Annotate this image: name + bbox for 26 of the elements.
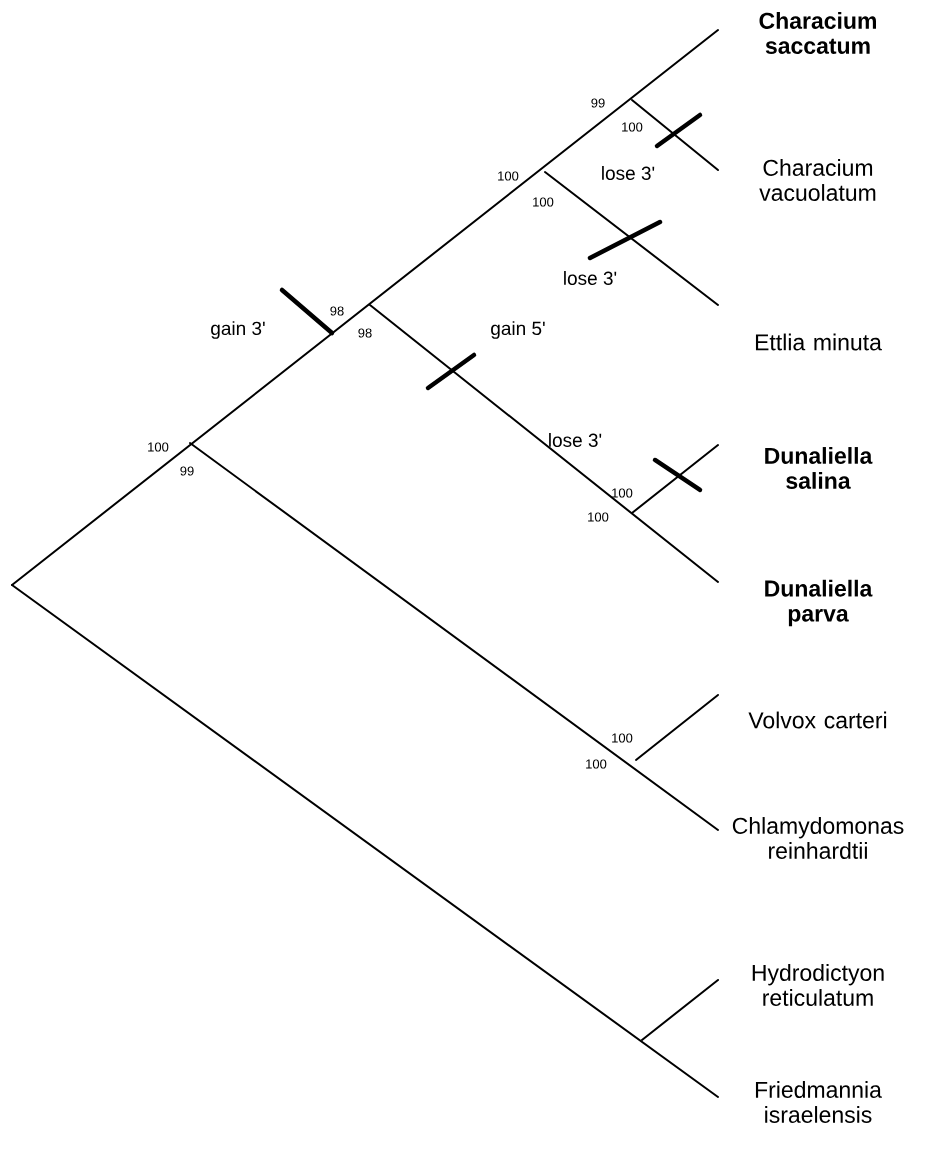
taxon-label: Dunaliella parva	[765, 579, 873, 627]
taxon-label: Volvox carteri	[748, 711, 887, 729]
bootstrap-value: 100	[148, 442, 169, 452]
taxon-label: Dunaliella salina	[765, 447, 873, 489]
change-label: gain 3'	[211, 321, 265, 339]
taxon-label: Chlamydomonas reinhardtii	[732, 817, 904, 859]
bootstrap-value: 99	[591, 98, 605, 108]
change-label: lose 3'	[564, 271, 617, 285]
taxon-label: Characium saccatum	[759, 12, 876, 54]
taxon-label: Hydrodictyon reticulatum	[752, 964, 884, 1006]
bootstrap-value: 100	[586, 759, 607, 769]
bootstrap-value: 100	[498, 171, 519, 181]
change-label: lose 3'	[602, 166, 655, 180]
taxon-label: Friedmannia israelensis	[755, 1081, 882, 1123]
bootstrap-value: 100	[612, 488, 633, 498]
bootstrap-value: 100	[588, 512, 609, 522]
change-label: lose 3'	[549, 433, 602, 447]
bootstrap-value: 100	[612, 733, 633, 743]
taxon-label: Characium vacuolatum	[759, 159, 876, 201]
bootstrap-value: 100	[622, 122, 643, 132]
taxon-label: Ettlia minuta	[755, 333, 882, 351]
bootstrap-value: 98	[330, 306, 344, 316]
bootstrap-value: 99	[180, 466, 194, 476]
bootstrap-value: 100	[533, 197, 554, 207]
change-label: gain 5'	[491, 321, 545, 339]
bootstrap-value: 98	[358, 328, 372, 338]
